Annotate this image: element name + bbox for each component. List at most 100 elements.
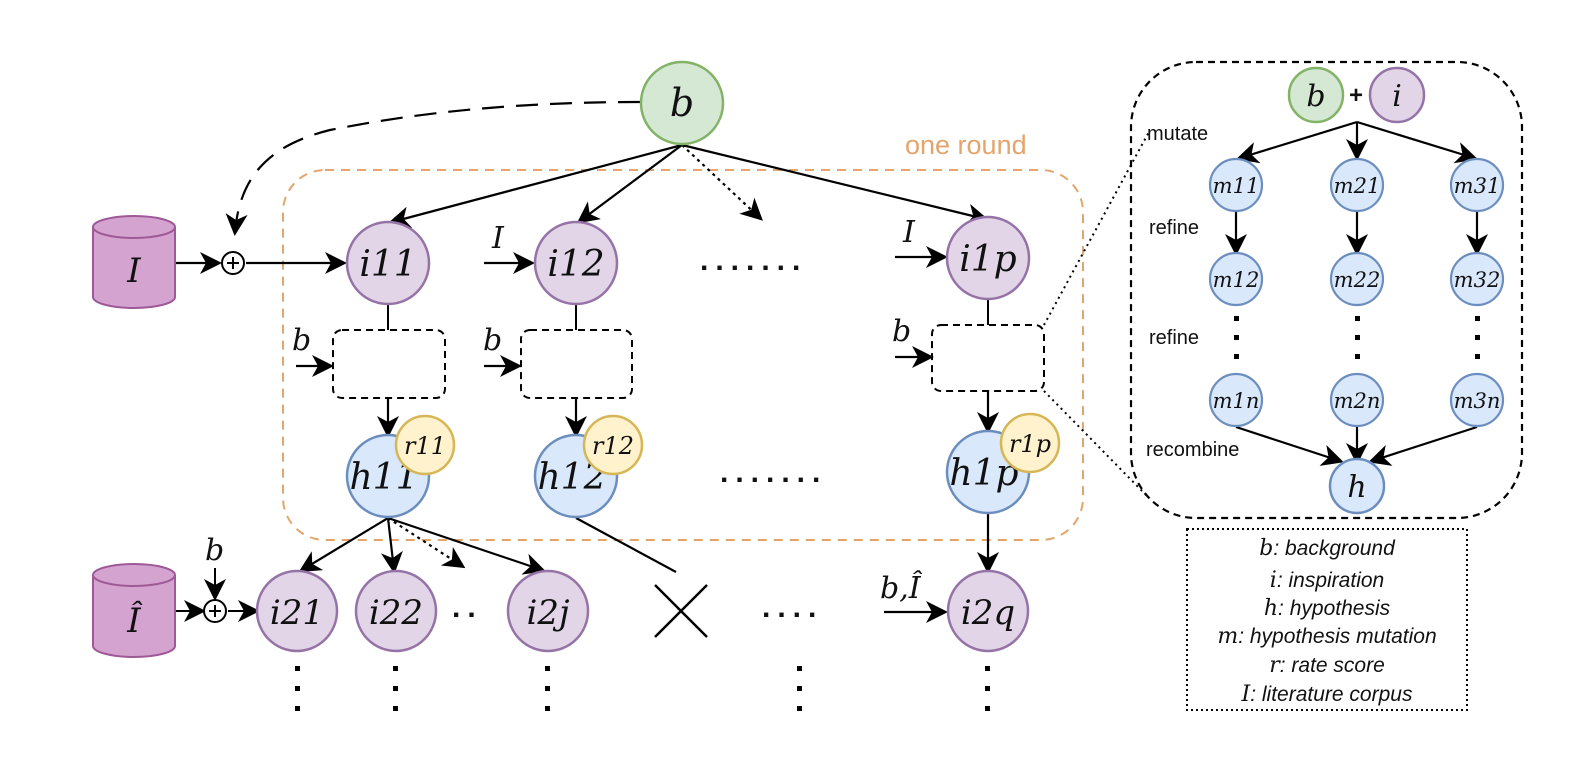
label-I-to-i12: I <box>491 221 505 256</box>
combine-plus-icon-2 <box>203 599 227 623</box>
svg-text:i1p: i1p <box>959 239 1016 280</box>
svg-text:m21: m21 <box>1334 174 1381 198</box>
edge-h11-i21 <box>298 517 389 573</box>
corpus-I-cylinder: I <box>92 215 176 309</box>
edge-b-i11 <box>388 143 683 229</box>
legend-item-rate-score: r: rate score <box>1269 653 1385 678</box>
label-b-box2: b <box>483 323 502 358</box>
svg-text:i2q: i2q <box>961 593 1015 633</box>
legend-item-corpus: I: literature corpus <box>1241 682 1413 707</box>
corpus-I-hat-label: Î <box>126 600 143 641</box>
detail-node-m22: m22 <box>1329 251 1385 307</box>
corpus-I-hat-cylinder: Î <box>92 563 176 658</box>
ellipsis-row3b: .... <box>762 591 823 624</box>
detail-recombine-3 <box>1368 425 1478 466</box>
node-i1p: i1p <box>945 215 1031 301</box>
detail-recombine-1 <box>1235 425 1344 466</box>
pruned-cross-icon <box>654 584 708 638</box>
corpus-I-label: I <box>126 251 141 291</box>
svg-text:i21: i21 <box>270 593 324 633</box>
svg-text:i2j: i2j <box>526 593 570 633</box>
node-i11: i11 <box>345 220 431 306</box>
detail-plus-sign: + <box>1349 82 1363 109</box>
node-i2j: i2j <box>506 569 590 653</box>
combine-plus-icon <box>221 251 245 275</box>
node-r11: r11 <box>394 414 456 476</box>
detail-edge-m3 <box>1356 120 1478 164</box>
svg-text:m32: m32 <box>1454 268 1501 292</box>
detail-node-m3n: m3n <box>1449 372 1505 428</box>
detail-recombine-label: recombine <box>1146 439 1239 461</box>
svg-text:b: b <box>670 81 694 125</box>
label-b-plus2: b <box>205 533 224 568</box>
detail-edge-m1 <box>1236 120 1358 164</box>
process-box-1 <box>332 329 446 399</box>
svg-text:m31: m31 <box>1454 174 1501 198</box>
node-r1p: r1p <box>999 412 1061 474</box>
svg-text:i22: i22 <box>369 593 423 633</box>
vertical-dots <box>295 666 990 711</box>
node-i21: i21 <box>255 569 339 653</box>
svg-text:r12: r12 <box>592 432 634 460</box>
detail-node-m12: m12 <box>1208 251 1264 307</box>
one-round-region <box>282 169 1084 541</box>
edge-h11-i22 <box>381 517 403 574</box>
process-box-3 <box>931 324 1045 392</box>
detail-vertical-dots <box>1234 316 1480 359</box>
legend-box <box>1186 528 1468 711</box>
legend-item-inspiration: i: inspiration <box>1270 568 1384 593</box>
detail-node-h: h <box>1328 457 1386 515</box>
svg-text:i12: i12 <box>547 244 604 285</box>
legend: b: background i: inspiration h: hypothes… <box>1217 536 1436 707</box>
edge-h11-dotted <box>387 517 466 569</box>
detail-node-m1n: m1n <box>1208 372 1264 428</box>
process-box-2 <box>520 329 633 399</box>
detail-refine-label-2: refine <box>1149 327 1199 349</box>
ellipsis-row3a: .. <box>452 591 483 624</box>
svg-text:m22: m22 <box>1334 268 1381 292</box>
detail-node-m21: m21 <box>1329 157 1385 213</box>
label-I-to-i1p: I <box>902 215 916 250</box>
edge-b-i1p <box>681 143 989 226</box>
legend-item-mutation: m: hypothesis mutation <box>1217 624 1436 649</box>
legend-item-hypothesis: h: hypothesis <box>1264 596 1391 621</box>
ellipsis-row2: ....... <box>720 456 827 489</box>
svg-text:r11: r11 <box>404 432 446 460</box>
label-b-Ihat: b,Î <box>880 570 923 606</box>
label-b-box3: b <box>892 314 911 349</box>
detail-refine-label-1: refine <box>1149 217 1199 239</box>
edge-b-i12 <box>576 144 683 224</box>
detail-node-m11: m11 <box>1208 157 1264 213</box>
detail-node-i: i <box>1368 66 1426 124</box>
svg-text:i: i <box>1392 79 1402 114</box>
one-round-label: one round <box>905 130 1027 160</box>
detail-node-b: b <box>1287 66 1345 124</box>
detail-node-m2n: m2n <box>1329 372 1385 428</box>
edge-b-dotted <box>681 144 763 221</box>
label-b-box1: b <box>292 323 311 358</box>
ellipsis-row1: ....... <box>700 244 807 277</box>
svg-text:r1p: r1p <box>1009 430 1051 458</box>
svg-text:m3n: m3n <box>1454 389 1501 413</box>
node-r12: r12 <box>582 414 644 476</box>
svg-text:h: h <box>1347 470 1366 505</box>
zoom-connector-bottom <box>1043 390 1147 496</box>
node-background: b <box>639 60 725 146</box>
zoom-connector-top <box>1043 129 1151 326</box>
svg-text:i11: i11 <box>359 244 416 285</box>
edge-h11-i2j <box>387 516 546 575</box>
svg-text:m12: m12 <box>1213 268 1260 292</box>
detail-node-m31: m31 <box>1449 157 1505 213</box>
node-i2q: i2q <box>946 569 1030 653</box>
detail-mutate-label: mutate <box>1147 123 1208 145</box>
legend-item-background: b: background <box>1259 536 1396 561</box>
svg-text:b: b <box>1306 79 1325 114</box>
detail-node-m32: m32 <box>1449 251 1505 307</box>
node-i12: i12 <box>533 220 619 306</box>
svg-text:m2n: m2n <box>1334 389 1381 413</box>
b-feedback-dashed-edge <box>225 100 641 236</box>
edge-h12-pruned <box>575 517 677 573</box>
svg-text:m1n: m1n <box>1213 389 1260 413</box>
